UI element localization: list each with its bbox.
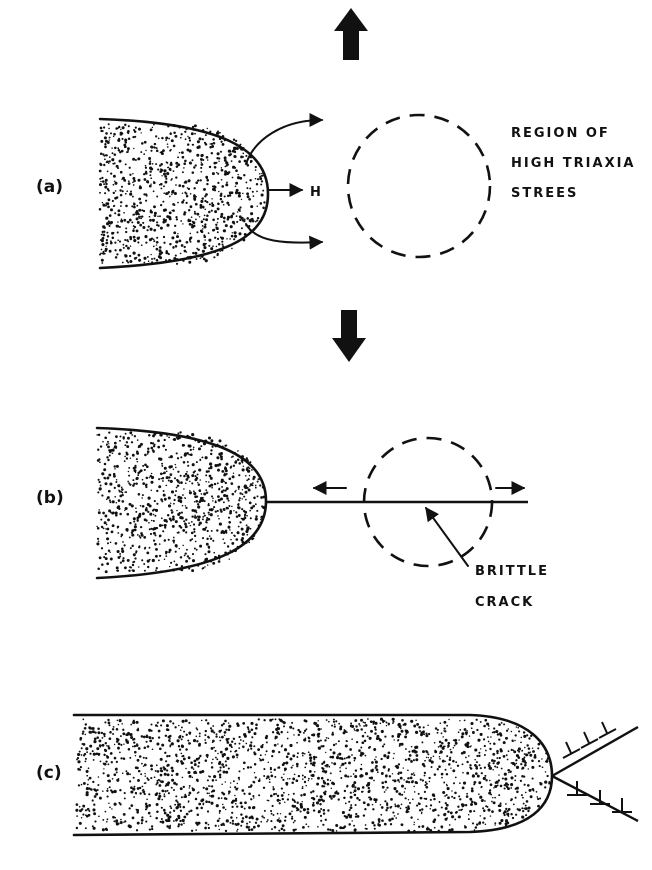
panel-a: (a) H REGION OF HIGH TRIAXIA STREES <box>36 115 636 268</box>
dislocation-symbols-upper <box>563 722 616 758</box>
dislocation-symbols-lower <box>567 781 632 812</box>
panel-b: (b) BRITTLE CRACK <box>36 428 549 610</box>
plastic-zone-stipple-c <box>75 718 550 833</box>
annotation-line-3: STREES <box>511 186 578 201</box>
triaxial-stress-region <box>348 115 490 257</box>
panel-b-label: (b) <box>36 488 64 508</box>
plastic-zone-stipple-b <box>96 431 265 573</box>
annotation-line-1: REGION OF <box>511 126 610 141</box>
panel-a-label: (a) <box>36 177 63 197</box>
plastic-zone-stipple-a <box>99 123 266 265</box>
brittle-label: BRITTLE <box>475 564 549 579</box>
brittle-crack-pointer <box>426 508 468 566</box>
slip-band-upper <box>552 727 638 776</box>
load-arrow-down-icon <box>332 310 366 362</box>
crack-label: CRACK <box>475 595 534 610</box>
slip-band-lower <box>552 776 638 821</box>
load-arrow-up-icon <box>334 8 368 60</box>
hydrogen-label: H <box>310 185 321 200</box>
diffusion-arrow-upper <box>246 120 322 164</box>
panel-c-label: (c) <box>36 763 62 783</box>
panel-c: (c) <box>36 715 638 835</box>
annotation-line-2: HIGH TRIAXIA <box>511 156 636 171</box>
